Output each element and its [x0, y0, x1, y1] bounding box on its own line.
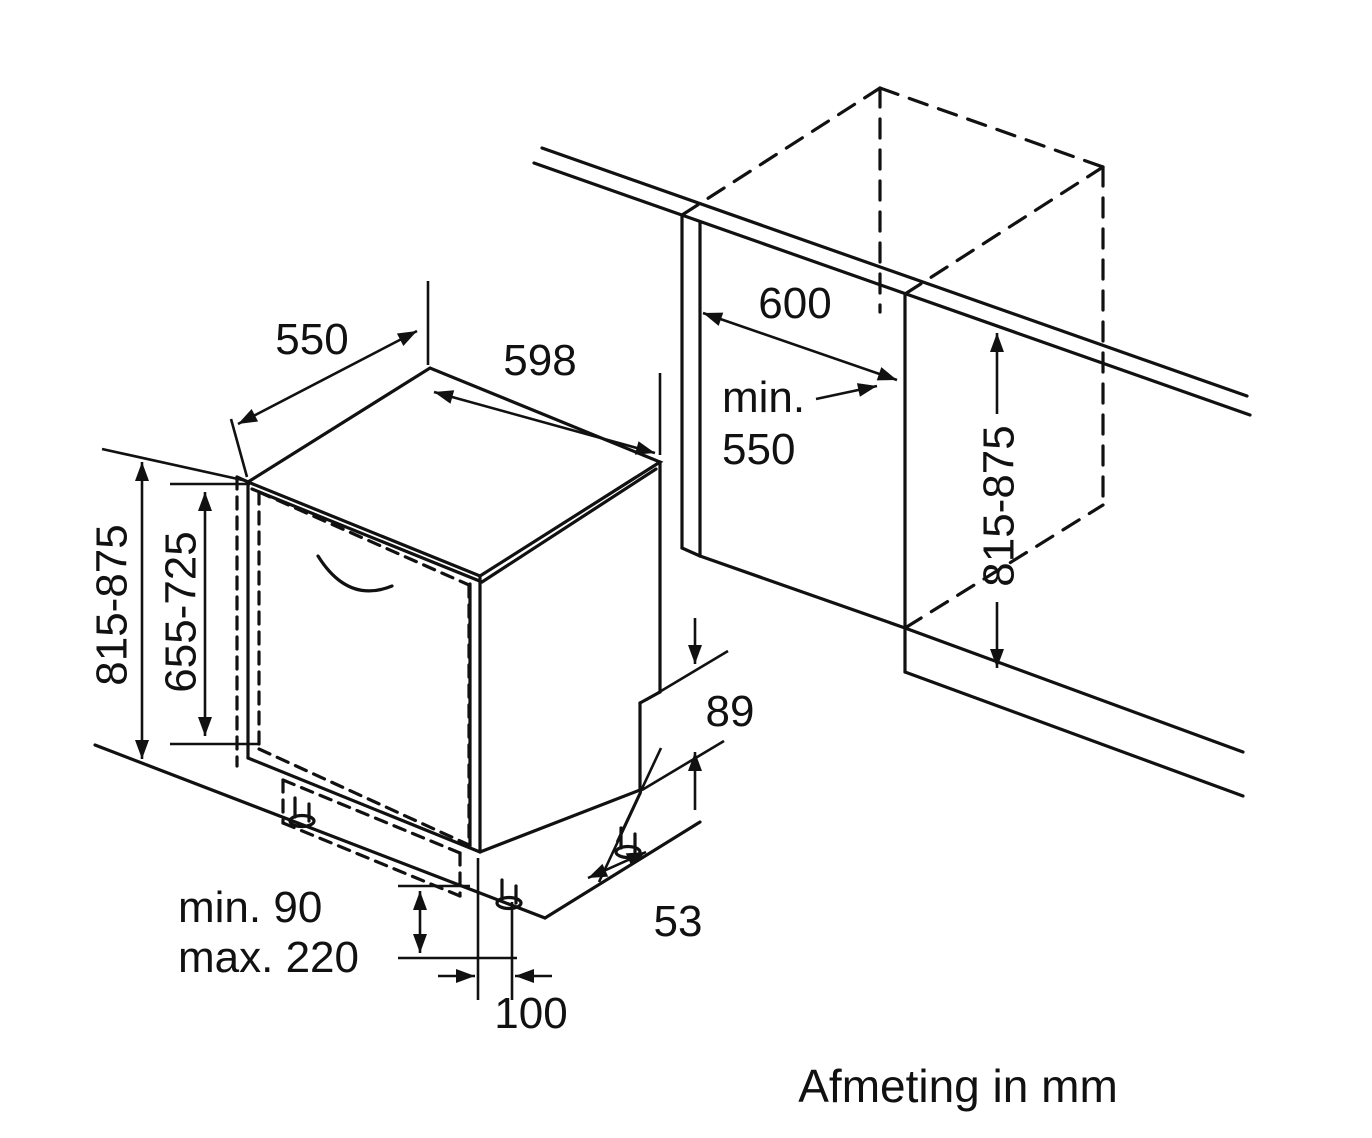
dim-door-height-label: 655-725 [157, 531, 206, 692]
niche-hidden-edges [680, 86, 1105, 630]
dim-niche-depth-min-label: min. [722, 373, 805, 422]
dim-top-width-label: 598 [503, 336, 576, 385]
dim-top-depth-label: 550 [275, 315, 348, 364]
dim-niche-width-label: 600 [758, 279, 831, 328]
dim-right-height-label: 815-875 [975, 425, 1024, 586]
dim-plinth-min-label: min. 90 [178, 883, 322, 932]
dishwasher-outline [244, 366, 664, 854]
dim-plinth-depth-label: 100 [494, 989, 567, 1038]
dim-niche-depth-value-label: 550 [722, 425, 795, 474]
dim-left-height-label: 815-875 [88, 524, 137, 685]
diagram-caption: Afmeting in mm [798, 1060, 1118, 1112]
niche-outline [680, 213, 1245, 798]
dimension-lines [101, 281, 1004, 1000]
dim-recess-depth-label: 53 [654, 897, 703, 946]
dimension-labels: 550 598 600 min. 550 815-875 655-725 815… [88, 279, 1024, 1038]
countertop-lines [532, 146, 1252, 417]
dishwasher-hidden-edges [235, 475, 471, 898]
dim-plinth-max-label: max. 220 [178, 933, 359, 982]
door-handle [316, 554, 394, 593]
dim-recess-height-label: 89 [706, 687, 755, 736]
